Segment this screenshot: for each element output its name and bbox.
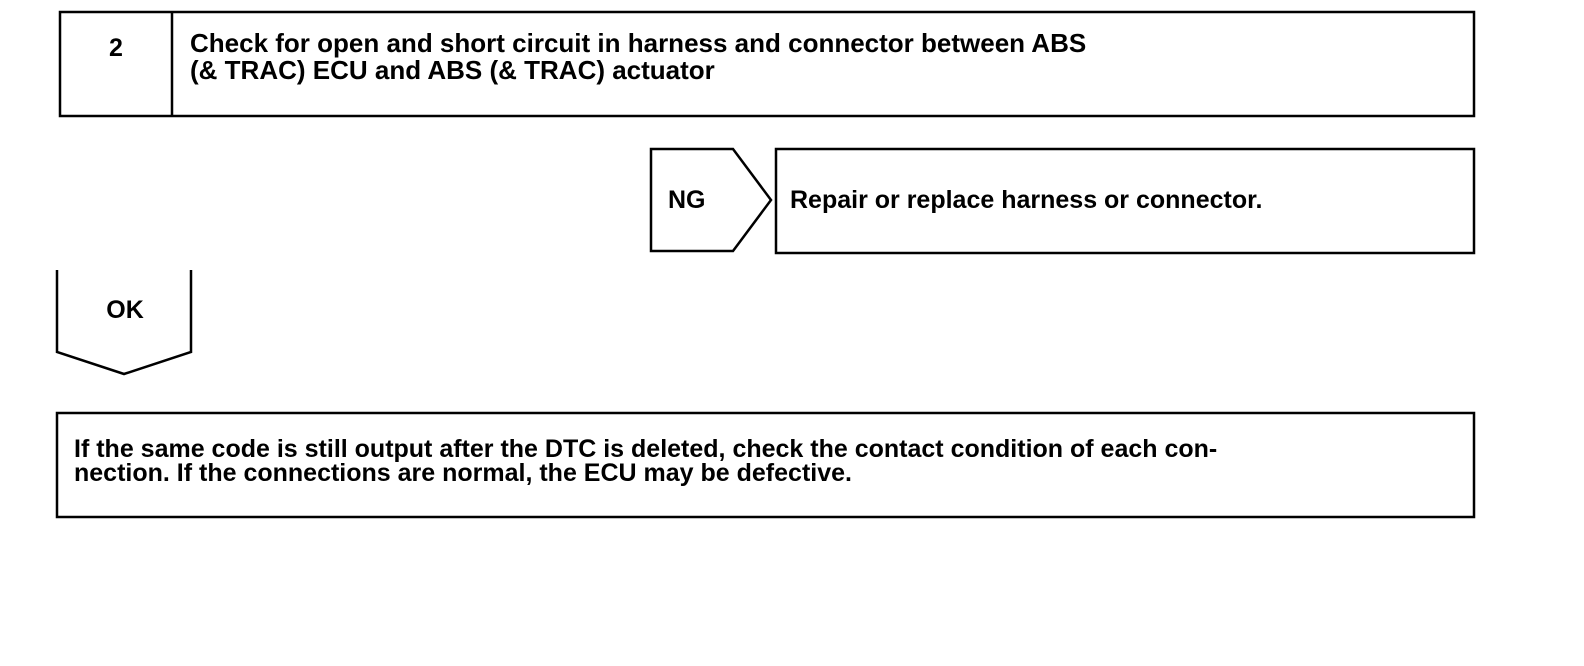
ng-label: NG xyxy=(668,186,706,214)
ng-action-box xyxy=(774,147,1476,255)
step-number: 2 xyxy=(109,34,123,62)
step-title-line-2: (& TRAC) ECU and ABS (& TRAC) actuator xyxy=(190,55,715,85)
step-title-line-1: Check for open and short circuit in harn… xyxy=(190,28,1087,58)
ng-arrow-shape xyxy=(649,147,773,253)
step-box xyxy=(58,10,1476,118)
result-note-line-2: nection. If the connections are normal, … xyxy=(74,459,852,487)
ok-label: OK xyxy=(106,296,144,324)
step-title: Check for open and short circuit in harn… xyxy=(190,30,1086,84)
result-box xyxy=(55,411,1476,519)
result-note-line-1: If the same code is still output after t… xyxy=(74,435,1218,463)
ng-action-text: Repair or replace harness or connector. xyxy=(790,186,1263,214)
ok-arrow-shape xyxy=(55,270,193,376)
result-note: If the same code is still output after t… xyxy=(74,435,1218,487)
